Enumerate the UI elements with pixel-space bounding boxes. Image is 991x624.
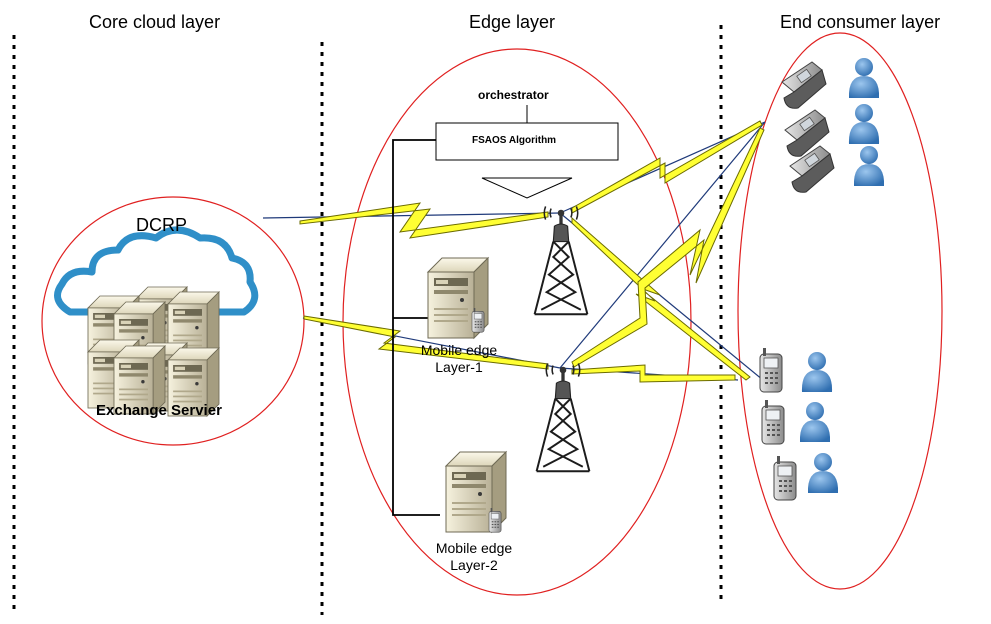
server-rack-icon bbox=[87, 286, 220, 417]
mobile-edge-1-line1: Mobile edge bbox=[420, 342, 498, 358]
edge-bracket bbox=[392, 139, 440, 516]
core-ellipse bbox=[41, 196, 305, 446]
algorithm-box bbox=[435, 122, 619, 161]
consumer-group-bottom bbox=[759, 347, 839, 501]
user-icon bbox=[799, 402, 831, 442]
mobile-edge-1-line2: Layer-1 bbox=[435, 359, 483, 375]
mobile-edge-2-line2: Layer-2 bbox=[450, 557, 498, 573]
lightning-link-icon bbox=[299, 120, 765, 383]
user-icon bbox=[801, 352, 833, 392]
core-layer-title: Core cloud layer bbox=[89, 12, 221, 32]
tower-icon bbox=[533, 205, 589, 316]
user-icon bbox=[848, 58, 880, 98]
mobile-edge-2-line1: Mobile edge bbox=[435, 540, 513, 556]
consumer-ellipse bbox=[737, 32, 943, 590]
cloud-icon bbox=[54, 226, 259, 316]
algorithm-label: FSAOS Algorithm bbox=[472, 135, 557, 146]
orchestrator-label: orchestrator bbox=[478, 88, 549, 102]
mobile-edge-1-label: Mobile edge Layer-1 bbox=[421, 342, 497, 376]
down-arrow-icon bbox=[481, 177, 573, 199]
consumer-layer-title: End consumer layer bbox=[780, 12, 941, 32]
tower-icon bbox=[535, 362, 591, 473]
dcrp-label: DCRP bbox=[136, 215, 188, 235]
edge-layer-title: Edge layer bbox=[469, 12, 556, 32]
user-icon bbox=[853, 146, 885, 186]
user-icon bbox=[848, 104, 880, 144]
consumer-group-top bbox=[781, 58, 885, 193]
user-icon bbox=[807, 453, 839, 493]
mobile-edge-2-label: Mobile edge Layer-2 bbox=[436, 540, 512, 574]
server-label: Exchange Servier bbox=[96, 402, 222, 419]
